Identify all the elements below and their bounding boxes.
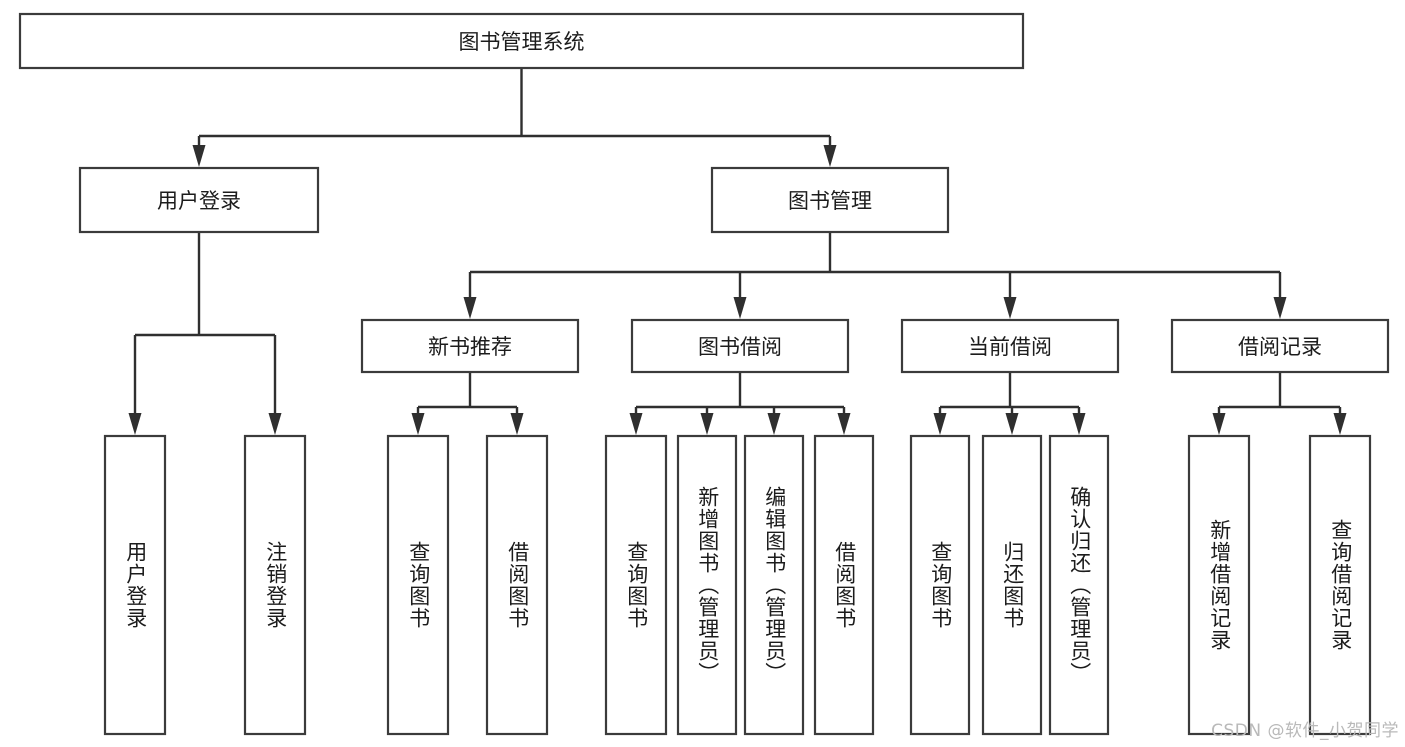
level2-node-rect[interactable] <box>630 318 850 374</box>
level2-node-label: 图书借阅 <box>698 335 782 359</box>
csdn-watermark: CSDN @软件_小贺同学 <box>1211 721 1399 741</box>
connector-arrowhead <box>933 413 947 435</box>
connector-arrowhead <box>268 413 282 435</box>
leaf-node-rect[interactable] <box>981 434 1043 736</box>
connector-arrowhead <box>1273 297 1287 319</box>
level1-node-label: 用户登录 <box>157 189 241 213</box>
root-node-label: 图书管理系统 <box>459 30 585 54</box>
leaf-node-rect[interactable] <box>103 434 167 736</box>
connector-arrowhead <box>700 413 714 435</box>
connector-arrowhead <box>733 297 747 319</box>
node-box-layer <box>18 12 1390 736</box>
connector-arrowhead <box>411 413 425 435</box>
leaf-node[interactable] <box>676 434 738 736</box>
leaf-node[interactable] <box>813 434 875 736</box>
leaf-node[interactable] <box>485 434 549 736</box>
leaf-node-rect[interactable] <box>604 434 668 736</box>
leaf-node[interactable] <box>1048 434 1110 736</box>
leaf-node[interactable] <box>1308 434 1372 736</box>
level2-node-rect[interactable] <box>360 318 580 374</box>
connector-arrowhead <box>837 413 851 435</box>
leaf-node[interactable] <box>386 434 450 736</box>
level2-node[interactable] <box>360 318 580 374</box>
connector-arrowhead <box>1005 413 1019 435</box>
leaf-node[interactable] <box>604 434 668 736</box>
leaf-node[interactable] <box>103 434 167 736</box>
connector-arrowhead <box>1333 413 1347 435</box>
connector-arrowhead <box>463 297 477 319</box>
level2-node-rect[interactable] <box>900 318 1120 374</box>
leaf-node[interactable] <box>981 434 1043 736</box>
connector-arrowhead <box>823 145 837 167</box>
leaf-node-rect[interactable] <box>386 434 450 736</box>
level1-node-label: 图书管理 <box>788 189 872 213</box>
level2-node-label: 当前借阅 <box>968 335 1052 359</box>
level1-node-rect[interactable] <box>710 166 950 234</box>
level2-node[interactable] <box>900 318 1120 374</box>
connector-arrowhead <box>1003 297 1017 319</box>
leaf-node[interactable] <box>243 434 307 736</box>
connector-arrowhead <box>192 145 206 167</box>
level1-node-rect[interactable] <box>78 166 320 234</box>
leaf-node-rect[interactable] <box>909 434 971 736</box>
root-node-rect[interactable] <box>18 12 1025 70</box>
connector-arrowhead <box>510 413 524 435</box>
level1-node[interactable] <box>78 166 320 234</box>
leaf-node-rect[interactable] <box>813 434 875 736</box>
connector-arrowhead <box>128 413 142 435</box>
level2-node-label: 新书推荐 <box>428 335 512 359</box>
connector-arrowhead <box>767 413 781 435</box>
level2-node[interactable] <box>630 318 850 374</box>
leaf-node-rect[interactable] <box>485 434 549 736</box>
leaf-node-rect[interactable] <box>1187 434 1251 736</box>
leaf-node[interactable] <box>743 434 805 736</box>
leaf-node-rect[interactable] <box>743 434 805 736</box>
leaf-node[interactable] <box>909 434 971 736</box>
connector-layer <box>128 68 1347 435</box>
connector-arrowhead <box>1212 413 1226 435</box>
connector-arrowhead <box>1072 413 1086 435</box>
level2-node[interactable] <box>1170 318 1390 374</box>
leaf-node-rect[interactable] <box>676 434 738 736</box>
connector-arrowhead <box>629 413 643 435</box>
leaf-node-rect[interactable] <box>1048 434 1110 736</box>
leaf-node[interactable] <box>1187 434 1251 736</box>
level1-node[interactable] <box>710 166 950 234</box>
leaf-node-rect[interactable] <box>243 434 307 736</box>
level2-node-label: 借阅记录 <box>1238 335 1322 359</box>
leaf-node-rect[interactable] <box>1308 434 1372 736</box>
level2-node-rect[interactable] <box>1170 318 1390 374</box>
root-node[interactable] <box>18 12 1025 70</box>
